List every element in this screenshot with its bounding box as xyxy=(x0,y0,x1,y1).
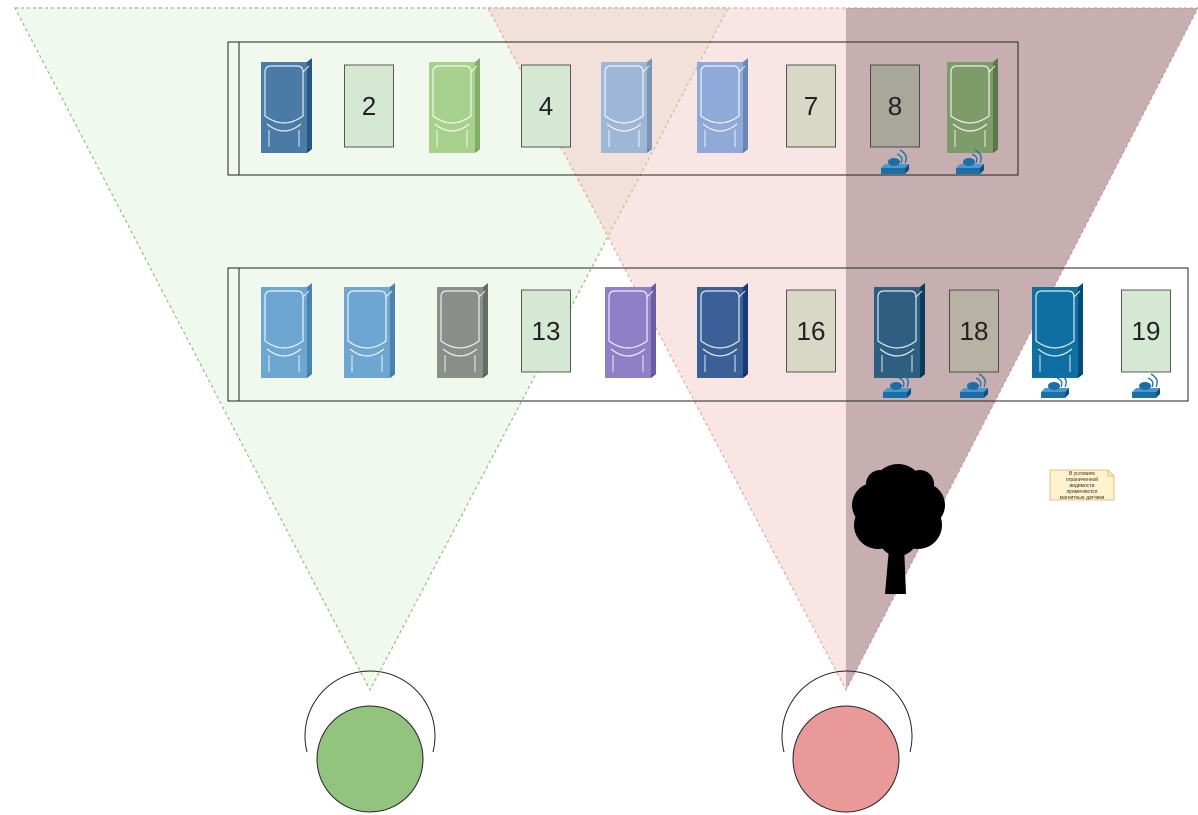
green-camera[interactable] xyxy=(304,670,436,813)
red-camera-view-cone xyxy=(487,7,1198,692)
car-top-view-icon[interactable] xyxy=(605,283,656,378)
magnetic-sensor-icon xyxy=(956,149,984,174)
car-top-view-icon[interactable] xyxy=(1032,283,1083,378)
parking-row-2 xyxy=(227,267,1189,402)
note-line-3: видимости xyxy=(1070,483,1095,489)
parking-spot[interactable]: 16 xyxy=(786,289,836,373)
parking-spot[interactable]: 2 xyxy=(344,64,394,148)
parking-spot[interactable]: 8 xyxy=(870,64,920,148)
note-callout: В условиях ограниченной видимости примен… xyxy=(1049,469,1115,501)
red-camera-body xyxy=(792,705,900,813)
magnetic-sensor-icon xyxy=(883,373,911,398)
car-top-view-icon[interactable] xyxy=(947,58,998,153)
tree-icon xyxy=(852,464,945,594)
magnetic-sensor-icon xyxy=(881,149,909,174)
parking-spot-number: 16 xyxy=(797,316,826,346)
magnetic-sensor-icon xyxy=(1132,373,1160,398)
red-camera-lens-arc xyxy=(781,670,913,753)
green-camera-lens-arc xyxy=(304,670,436,753)
car-top-view-icon[interactable] xyxy=(429,58,480,153)
parking-spot-number: 8 xyxy=(888,91,902,121)
car-top-view-icon[interactable] xyxy=(697,58,748,153)
parking-spot[interactable]: 7 xyxy=(786,64,836,148)
parking-spot[interactable]: 13 xyxy=(521,289,571,373)
parking-spot-number: 4 xyxy=(539,91,553,121)
magnetic-sensor-icon xyxy=(1041,373,1069,398)
note-line-2: ограниченной xyxy=(1066,476,1098,483)
parking-spot[interactable]: 19 xyxy=(1121,289,1171,373)
car-top-view-icon[interactable] xyxy=(437,283,488,378)
magnetic-sensor-icon xyxy=(960,373,988,398)
parking-spot-number: 19 xyxy=(1132,316,1161,346)
parking-spot-number: 18 xyxy=(960,316,989,346)
row-1-slots: 2 4 7 8 xyxy=(261,58,998,174)
car-top-view-icon[interactable] xyxy=(874,283,925,378)
row-2-slots: 13 16 18 19 xyxy=(261,283,1171,398)
car-top-view-icon[interactable] xyxy=(697,283,748,378)
red-camera[interactable] xyxy=(781,670,913,813)
parking-spot-number: 13 xyxy=(532,316,561,346)
car-top-view-icon[interactable] xyxy=(344,283,395,378)
green-camera-body xyxy=(316,705,424,813)
parking-row-1 xyxy=(227,41,1019,176)
car-top-view-icon[interactable] xyxy=(601,58,652,153)
car-top-view-icon[interactable] xyxy=(261,58,312,153)
note-line-5: магнитные датчики xyxy=(1060,495,1105,501)
note-line-1: В условиях xyxy=(1069,471,1096,477)
parking-spot-number: 7 xyxy=(804,91,818,121)
parking-spot[interactable]: 4 xyxy=(521,64,571,148)
car-top-view-icon[interactable] xyxy=(261,283,312,378)
parking-spot-number: 2 xyxy=(362,91,376,121)
note-line-4: применяются xyxy=(1066,489,1097,495)
parking-spot[interactable]: 18 xyxy=(949,289,999,373)
